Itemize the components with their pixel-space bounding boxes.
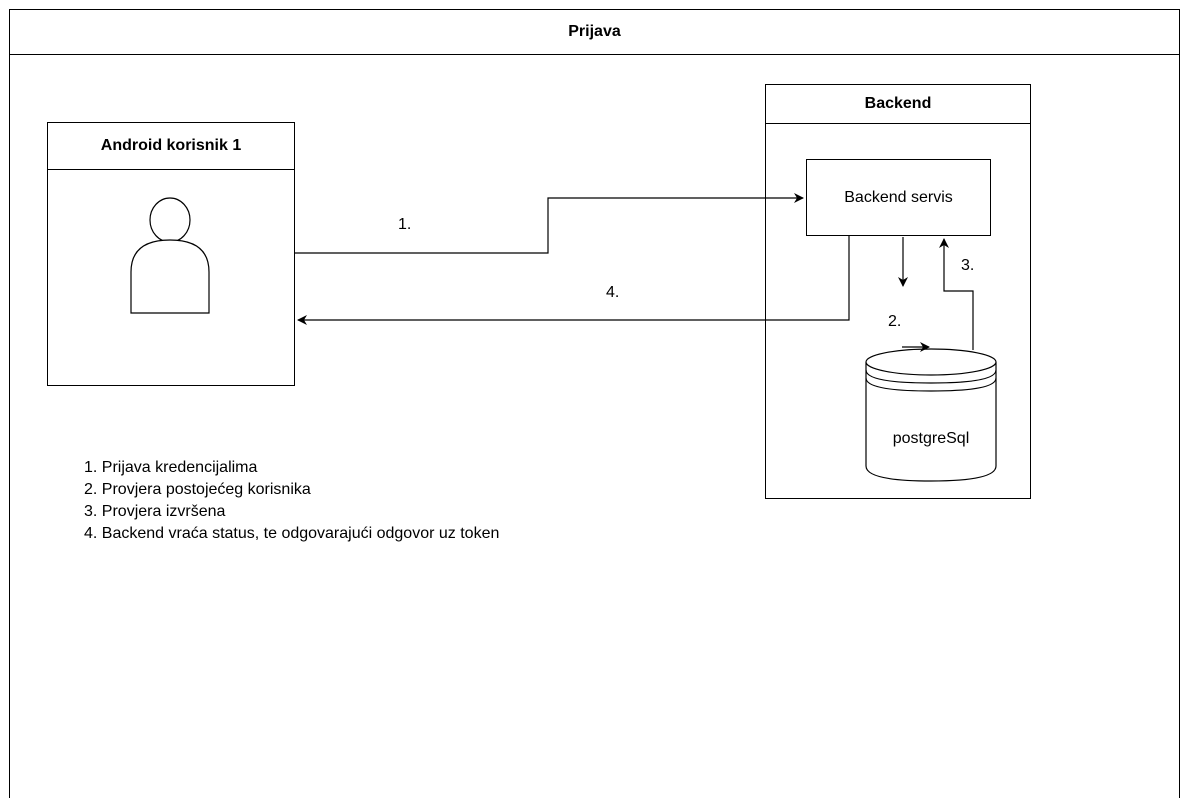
diagram-title: Prijava <box>9 9 1180 55</box>
legend-item: 3. Provjera izvršena <box>84 503 226 520</box>
database-icon <box>865 348 997 482</box>
database-label: postgreSql <box>892 430 970 447</box>
user-icon <box>130 197 210 314</box>
legend: 1. Prijava kredencijalima 2. Provjera po… <box>84 457 499 545</box>
backend-pool-title: Backend <box>766 85 1030 124</box>
backend-service-label: Backend servis <box>844 188 953 206</box>
backend-service-box: Backend servis <box>806 159 991 236</box>
legend-item: 4. Backend vraća status, te odgovarajući… <box>84 525 500 542</box>
edge-label-step2: 2. <box>888 313 902 330</box>
android-user-pool-title: Android korisnik 1 <box>48 123 294 170</box>
legend-item: 1. Prijava kredencijalima <box>84 459 258 476</box>
edge-label-step3: 3. <box>961 257 975 274</box>
arrow-step3 <box>939 238 974 350</box>
arrow-step1 <box>295 193 804 254</box>
arrow-step4 <box>297 236 850 325</box>
edge-label-step1: 1. <box>398 216 412 233</box>
edge-label-step4: 4. <box>606 284 620 301</box>
legend-item: 2. Provjera postojećeg korisnika <box>84 481 311 498</box>
